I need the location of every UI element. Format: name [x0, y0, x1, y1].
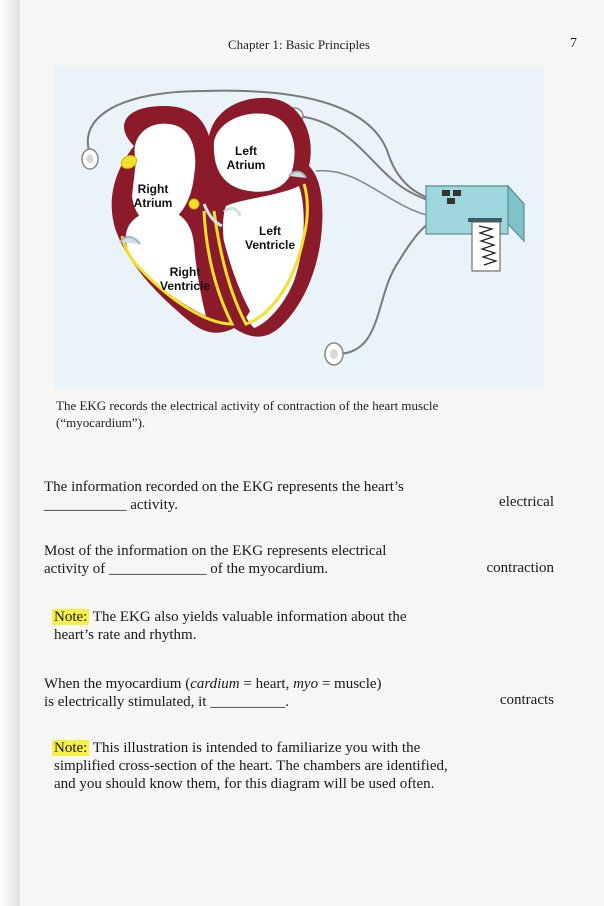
frame-2-text: Most of the information on the EKG repre… — [44, 542, 386, 578]
aortic-valve — [288, 170, 307, 179]
note-1-line-1-text: The EKG also yields valuable information… — [89, 609, 407, 625]
note-2: Note: This illustration is intended to f… — [52, 739, 448, 793]
conduction-pathway-right — [120, 210, 235, 326]
pulmonic-valve — [222, 207, 242, 217]
left-atrium-chamber — [213, 113, 295, 192]
label-right-atrium-line2: Atrium — [134, 196, 173, 210]
ekg-machine — [424, 184, 526, 272]
note-2-line-3: and you should know them, for this diagr… — [54, 776, 435, 792]
heart-ekg-figure: Right Atrium Left Atrium Left Ventricle … — [54, 66, 544, 388]
electrode-left — [81, 148, 99, 170]
frame-3-line-1-e: = muscle) — [318, 676, 382, 692]
frame-2-line-1: Most of the information on the EKG repre… — [44, 543, 387, 559]
label-left-ventricle-line2: Ventricle — [245, 238, 295, 252]
note-1: Note: The EKG also yields valuable infor… — [52, 608, 407, 644]
note-1-label: Note: — [52, 609, 90, 625]
note-1-line-2: heart’s rate and rhythm. — [54, 627, 197, 643]
frame-3-line-1-c: = heart, — [239, 676, 294, 692]
label-left-atrium-line1: Left — [235, 144, 257, 158]
frame-3-text: When the myocardium (cardium = heart, my… — [44, 675, 382, 711]
heart-ekg-illustration: Right Atrium Left Atrium Left Ventricle … — [81, 89, 526, 366]
label-left-ventricle-line1: Left — [259, 224, 281, 238]
right-atrium-chamber — [132, 123, 196, 227]
frame-1-line-2: ___________ activity. — [44, 497, 179, 513]
label-right-atrium-line1: Right — [138, 182, 169, 196]
running-head: Chapter 1: Basic Principles — [228, 37, 370, 52]
book-spine-shadow — [0, 0, 20, 906]
page-number: 7 — [570, 36, 577, 51]
tricuspid-valve — [119, 236, 141, 245]
frame-3-term-myo: myo — [293, 676, 319, 692]
electrode-wire-leg — [333, 213, 447, 356]
frame-3-line-1: When the myocardium (cardium = heart, my… — [44, 675, 382, 693]
frame-1-answer: electrical — [499, 494, 554, 510]
caption-line-2: (“myocardium”). — [56, 415, 146, 430]
right-ventricle-chamber — [125, 210, 206, 316]
ekg-paper-slot — [468, 218, 502, 222]
frame-1-line-1: The information recorded on the EKG repr… — [44, 479, 404, 495]
ekg-control-panel — [442, 190, 461, 204]
interventricular-septum — [204, 206, 250, 328]
figure-caption: The EKG records the electrical activity … — [56, 397, 536, 431]
note-1-line-1: Note: The EKG also yields valuable infor… — [52, 608, 407, 626]
label-left-atrium-line2: Atrium — [227, 158, 266, 172]
frame-2-line-2: activity of _____________ of the myocard… — [44, 561, 329, 577]
note-2-line-2: simplified cross-section of the heart. T… — [54, 758, 448, 774]
ekg-trace — [478, 225, 498, 266]
electrode-wire-right-arm — [293, 115, 447, 207]
note-2-line-1-text: This illustration is intended to familia… — [89, 740, 421, 756]
frame-3-line-1-a: When the myocardium ( — [44, 676, 191, 692]
conduction-pathway-left — [212, 183, 309, 326]
label-right-ventricle-line1: Right — [170, 265, 201, 279]
frame-3-answer: contracts — [499, 692, 554, 708]
frame-3-term-cardium: cardium — [190, 676, 240, 692]
av-node — [188, 198, 200, 210]
frame-2-answer: contraction — [486, 560, 554, 576]
sa-node — [120, 155, 138, 169]
electrode-wire-left-arm — [86, 89, 445, 203]
caption-line-1: The EKG records the electrical activity … — [56, 398, 439, 413]
mitral-valve — [202, 203, 223, 228]
frame-1-text: The information recorded on the EKG repr… — [44, 478, 404, 514]
electrode-bottom — [324, 342, 344, 366]
label-right-ventricle-line2: Ventricle — [160, 279, 210, 293]
note-2-label: Note: — [52, 740, 90, 756]
note-2-line-1: Note: This illustration is intended to f… — [52, 739, 448, 757]
ekg-paper-strip — [471, 221, 501, 272]
frame-3-line-2: is electrically stimulated, it _________… — [44, 694, 289, 710]
